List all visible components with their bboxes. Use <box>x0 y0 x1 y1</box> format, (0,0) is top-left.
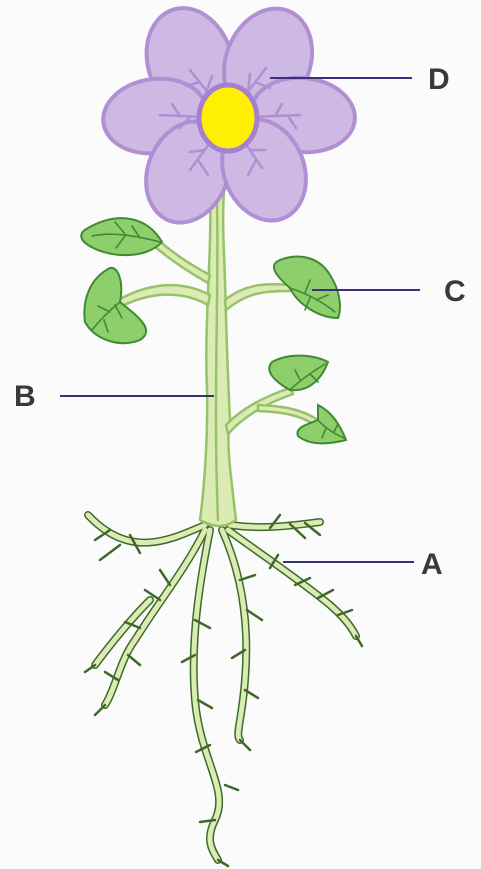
root-hairs <box>85 515 362 866</box>
flower-center <box>199 85 257 151</box>
label-root: A <box>421 548 443 581</box>
label-stem: B <box>14 380 36 413</box>
leaf-lower-right-upper <box>269 356 328 391</box>
leaf-upper-left <box>81 218 162 255</box>
roots <box>85 515 362 866</box>
root-outlines <box>88 515 356 860</box>
label-leaf: C <box>444 275 466 308</box>
leaf-lower-right-lower <box>297 405 346 443</box>
flower <box>98 0 358 235</box>
leaf-middle-left <box>84 268 146 343</box>
label-flower: D <box>428 63 450 96</box>
